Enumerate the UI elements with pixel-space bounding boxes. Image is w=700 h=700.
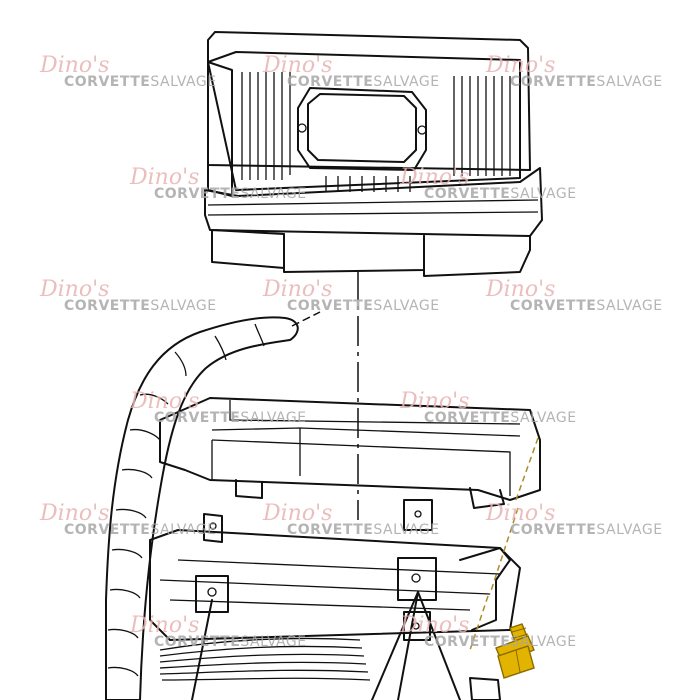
watermark-script: Dino's — [399, 165, 469, 190]
watermark-script: Dino's — [39, 53, 109, 78]
control-module — [204, 31, 543, 277]
watermark-script: Dino's — [485, 277, 555, 302]
watermark-wordmark: CORVETTESALVAGE — [424, 410, 577, 426]
watermark-wordmark: CORVETTESALVAGE — [287, 522, 440, 538]
watermark-script: Dino's — [399, 613, 469, 638]
wiring-harness — [105, 311, 371, 700]
watermark-wordmark: CORVETTESALVAGE — [64, 522, 217, 538]
watermark-wordmark: CORVETTESALVAGE — [287, 298, 440, 314]
watermark-wordmark: CORVETTESALVAGE — [154, 634, 307, 650]
watermark-wordmark: CORVETTESALVAGE — [64, 298, 217, 314]
watermark-wordmark: CORVETTESALVAGE — [510, 74, 663, 90]
watermark-wordmark: CORVETTESALVAGE — [287, 74, 440, 90]
watermark-wordmark: CORVETTESALVAGE — [64, 74, 217, 90]
watermark-script: Dino's — [262, 277, 332, 302]
watermark-layer: Dino'sCORVETTESALVAGEDino'sCORVETTESALVA… — [39, 53, 663, 650]
watermark-script: Dino's — [129, 389, 199, 414]
watermark-wordmark: CORVETTESALVAGE — [424, 634, 577, 650]
watermark-script: Dino's — [129, 165, 199, 190]
watermark-wordmark: CORVETTESALVAGE — [510, 522, 663, 538]
watermark-wordmark: CORVETTESALVAGE — [510, 298, 663, 314]
watermark-script: Dino's — [262, 501, 332, 526]
watermark-script: Dino's — [39, 277, 109, 302]
watermark-script: Dino's — [129, 613, 199, 638]
watermark-script: Dino's — [485, 53, 555, 78]
bolt-leader-lines — [469, 437, 539, 651]
watermark-script: Dino's — [39, 501, 109, 526]
watermark-wordmark: CORVETTESALVAGE — [424, 186, 577, 202]
watermark-wordmark: CORVETTESALVAGE — [154, 186, 307, 202]
watermark-script: Dino's — [485, 501, 555, 526]
watermark-wordmark: CORVETTESALVAGE — [154, 410, 307, 426]
mounting-bracket — [149, 397, 541, 700]
watermark-script: Dino's — [399, 389, 469, 414]
watermark-script: Dino's — [262, 53, 332, 78]
mounting-bolt — [495, 623, 535, 679]
